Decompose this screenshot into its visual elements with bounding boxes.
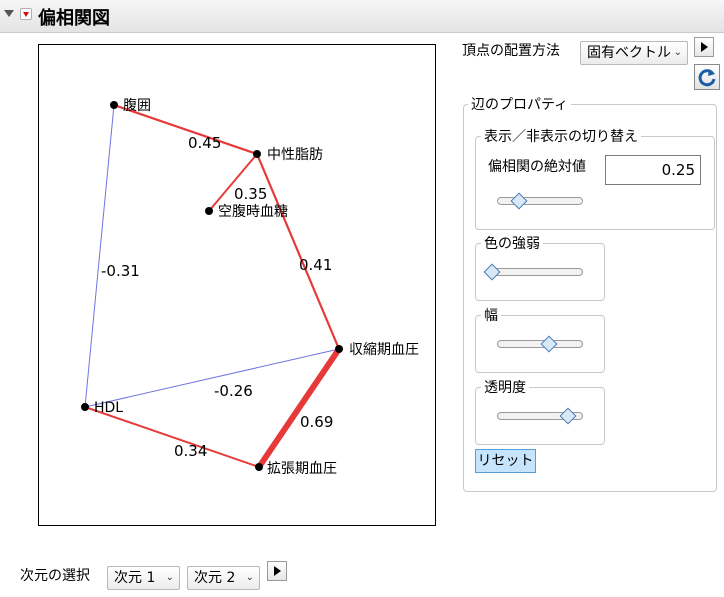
edge-label-waist-tg: 0.45 (188, 134, 221, 152)
dimension-1-value: 次元 1 (114, 570, 156, 586)
layout-apply-arrow-button[interactable] (694, 37, 714, 57)
threshold-label: 偏相関の絶対値 (488, 159, 586, 175)
graph-edge-hdl-sbp[interactable] (84, 348, 340, 408)
graph-node-tg[interactable] (253, 150, 261, 158)
graph-node-fbs[interactable] (205, 207, 213, 215)
edge-label-waist-hdl: -0.31 (101, 262, 140, 280)
dimension-apply-arrow-button[interactable] (267, 561, 287, 581)
graph-frame (38, 44, 436, 526)
graph-node-sbp[interactable] (335, 345, 343, 353)
refresh-button[interactable] (694, 64, 720, 90)
edge-label-sbp-dbp: 0.69 (300, 413, 333, 431)
layout-method-select[interactable]: 固有ベクトル ⌄ (580, 41, 688, 65)
transparency-label: 透明度 (481, 377, 529, 397)
dimension-1-select[interactable]: 次元 1 ⌄ (107, 566, 180, 590)
width-group (475, 315, 605, 373)
edge-label-hdl-dbp: 0.34 (174, 442, 207, 460)
edge-label-tg-fbs: 0.35 (234, 185, 267, 203)
color-intensity-slider[interactable] (488, 268, 583, 276)
dimension-2-select[interactable]: 次元 2 ⌄ (187, 566, 260, 590)
width-label: 幅 (481, 305, 501, 325)
graph-node-dbp[interactable] (255, 463, 263, 471)
node-label-dbp: 拡張期血圧 (267, 461, 337, 477)
show-hide-title: 表示／非表示の切り替え (481, 126, 641, 146)
chevron-down-icon: ⌄ (165, 572, 174, 583)
outline-header (0, 0, 724, 33)
edge-properties-group (463, 104, 717, 492)
graph-edge-sbp-dbp[interactable] (256, 347, 342, 469)
graph-node-hdl[interactable] (81, 403, 89, 411)
partial-correlation-graph[interactable]: 0.45 0.35 0.41 -0.31 -0.26 0.69 0.34 腹囲中性脂肪空腹時血… (38, 44, 436, 526)
reset-button[interactable]: リセット (475, 449, 536, 473)
node-label-fbs: 空腹時血糖 (218, 203, 288, 220)
red-triangle-menu-icon[interactable] (20, 8, 32, 20)
page-title: 偏相関図 (38, 8, 110, 29)
edge-properties-title: 辺のプロパティ (468, 94, 572, 114)
edge-label-tg-sbp: 0.41 (299, 256, 332, 274)
graph-edge-hdl-dbp[interactable] (84, 406, 260, 468)
threshold-input[interactable]: 0.25 (605, 155, 701, 185)
refresh-icon (698, 69, 716, 87)
chevron-down-icon: ⌄ (673, 47, 682, 58)
node-label-hdl: HDL (94, 400, 123, 416)
graph-edge-tg-fbs[interactable] (208, 153, 258, 212)
graph-edge-waist-hdl[interactable] (84, 104, 115, 408)
transparency-group (475, 387, 605, 445)
graph-edge-waist-tg[interactable] (113, 103, 258, 156)
node-label-tg: 中性脂肪 (267, 147, 323, 163)
dimension-label: 次元の選択 (20, 568, 90, 584)
color-intensity-label: 色の強弱 (481, 233, 543, 253)
node-label-waist: 腹囲 (123, 97, 151, 114)
transparency-slider[interactable] (497, 412, 583, 420)
layout-method-value: 固有ベクトル (587, 45, 671, 61)
node-label-sbp: 収縮期血圧 (349, 342, 419, 358)
layout-method-label: 頂点の配置方法 (462, 43, 560, 59)
width-slider[interactable] (497, 340, 583, 348)
graph-edge-tg-sbp[interactable] (255, 153, 341, 350)
dimension-2-value: 次元 2 (194, 570, 236, 586)
edge-label-hdl-sbp: -0.26 (214, 382, 253, 400)
graph-node-waist[interactable] (110, 101, 118, 109)
threshold-slider[interactable] (497, 197, 583, 205)
disclosure-triangle-icon[interactable] (4, 10, 14, 17)
chevron-down-icon: ⌄ (245, 572, 254, 583)
